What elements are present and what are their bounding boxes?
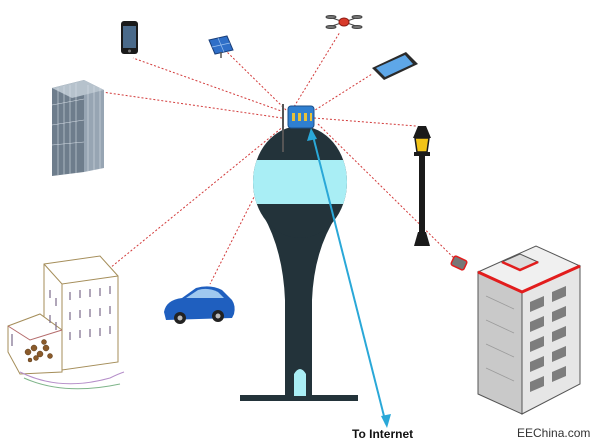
sensor-box (450, 255, 468, 271)
phone-icon (121, 21, 138, 54)
link-solar (226, 51, 287, 111)
uplink-arrowhead-bottom (381, 414, 391, 428)
gateway-led (310, 113, 312, 121)
uplink-arrowhead-top (307, 128, 317, 141)
link-office (101, 91, 283, 119)
car-icon (164, 286, 235, 324)
link-factory (317, 123, 461, 265)
gateway-led (292, 113, 295, 121)
link-lamp (313, 117, 417, 127)
solar-panel-icon (208, 35, 234, 58)
internet-uplink (307, 128, 391, 428)
link-tablet (311, 73, 373, 113)
link-residential (109, 125, 285, 269)
office-building-icon (51, 80, 104, 176)
link-phone (132, 57, 285, 113)
gateway-led (304, 113, 307, 121)
drone-icon (325, 15, 363, 29)
gateway-led (298, 113, 301, 121)
factory-icon (450, 245, 582, 415)
tower-base (240, 395, 358, 401)
uplink-line (311, 131, 387, 425)
watermark-text: EEChina.com (517, 426, 591, 440)
water-tower (240, 126, 358, 401)
tank-window-band (253, 160, 347, 204)
tower-door (294, 369, 306, 396)
gateway-node (282, 104, 315, 152)
residential-building-icon (7, 255, 125, 390)
street-lamp-icon (413, 126, 431, 246)
link-drone (291, 31, 341, 111)
tower-stem (263, 215, 337, 396)
tablet-icon (372, 52, 418, 80)
to-internet-label: To Internet (352, 427, 414, 441)
